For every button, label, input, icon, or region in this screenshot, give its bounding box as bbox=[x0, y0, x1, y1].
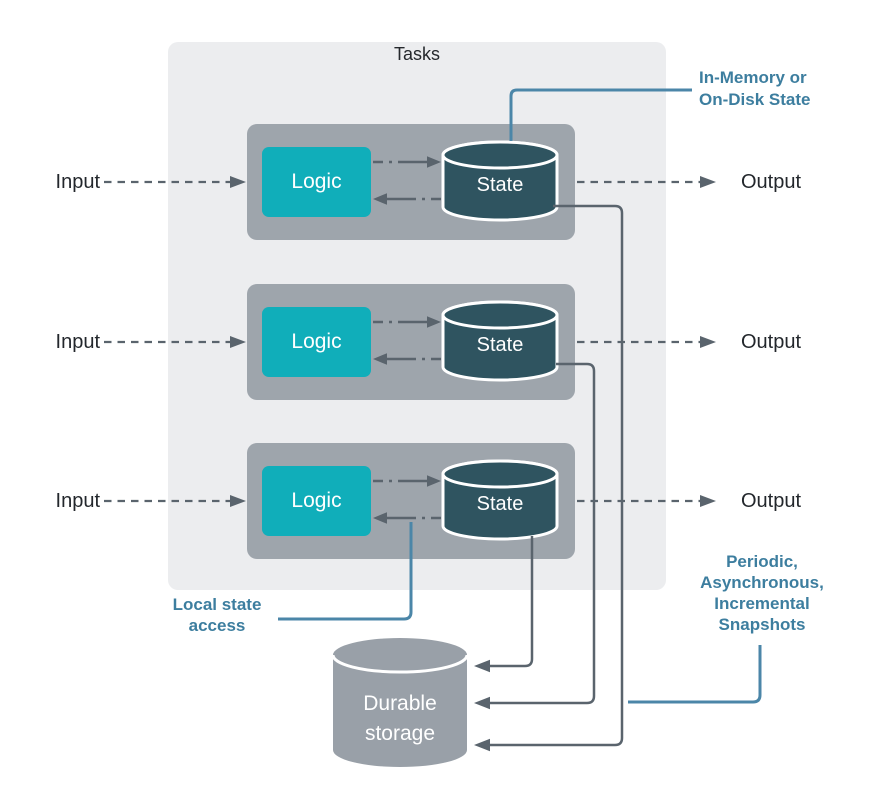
logic-label-1: Logic bbox=[291, 170, 342, 193]
snapshot-line-task3 bbox=[489, 536, 534, 668]
output-arrowhead-2 bbox=[700, 336, 716, 348]
snapshot-arrowhead-3 bbox=[474, 659, 490, 673]
state-label-3: State bbox=[476, 493, 524, 515]
input-arrowhead-1 bbox=[230, 176, 246, 188]
state-cylinder-2 bbox=[441, 300, 559, 382]
state-to-logic-arrowhead-2 bbox=[373, 353, 387, 365]
memory-state-callout-line bbox=[509, 88, 692, 141]
output-label-1: Output bbox=[741, 171, 802, 193]
snapshot-arrowhead-1 bbox=[474, 738, 490, 752]
snapshots-annotation: Periodic, Asynchronous, Incremental Snap… bbox=[700, 552, 824, 634]
logic-label-3: Logic bbox=[291, 489, 342, 512]
output-label-2: Output bbox=[741, 331, 802, 353]
state-cylinder-1 bbox=[441, 140, 559, 222]
input-arrowhead-2 bbox=[230, 336, 246, 348]
state-to-logic-arrowhead-3 bbox=[373, 512, 387, 524]
state-cylinder-3 bbox=[441, 459, 559, 541]
logic-box-3: Logic bbox=[262, 466, 371, 536]
durable-storage-label: Durable storage bbox=[363, 692, 437, 745]
state-to-logic-arrowhead-1 bbox=[373, 193, 387, 205]
logic-box-2: Logic bbox=[262, 307, 371, 377]
logic-label-2: Logic bbox=[291, 330, 342, 353]
output-label-3: Output bbox=[741, 490, 802, 512]
input-label-3: Input bbox=[55, 490, 100, 512]
input-label-1: Input bbox=[55, 171, 100, 193]
local-access-annotation: Local state access bbox=[172, 595, 262, 635]
input-arrowhead-3 bbox=[230, 495, 246, 507]
snapshot-line-task1 bbox=[489, 204, 624, 747]
state-label-1: State bbox=[476, 174, 524, 196]
snapshot-arrowhead-2 bbox=[474, 696, 490, 710]
logic-to-state-arrowhead-3 bbox=[427, 475, 441, 487]
tasks-title: Tasks bbox=[393, 44, 440, 64]
memory-state-annotation: In-Memory or On-Disk State bbox=[699, 68, 811, 109]
state-label-2: State bbox=[476, 334, 524, 356]
input-label-2: Input bbox=[55, 331, 100, 353]
snapshot-line-task2 bbox=[489, 362, 596, 705]
logic-box-1: Logic bbox=[262, 147, 371, 217]
snapshots-callout-line bbox=[628, 645, 762, 704]
logic-to-state-arrowhead-1 bbox=[427, 156, 441, 168]
output-arrowhead-3 bbox=[700, 495, 716, 507]
local-access-callout-line bbox=[278, 522, 413, 621]
logic-to-state-arrowhead-2 bbox=[427, 316, 441, 328]
durable-storage-cylinder bbox=[331, 638, 469, 767]
output-arrowhead-1 bbox=[700, 176, 716, 188]
